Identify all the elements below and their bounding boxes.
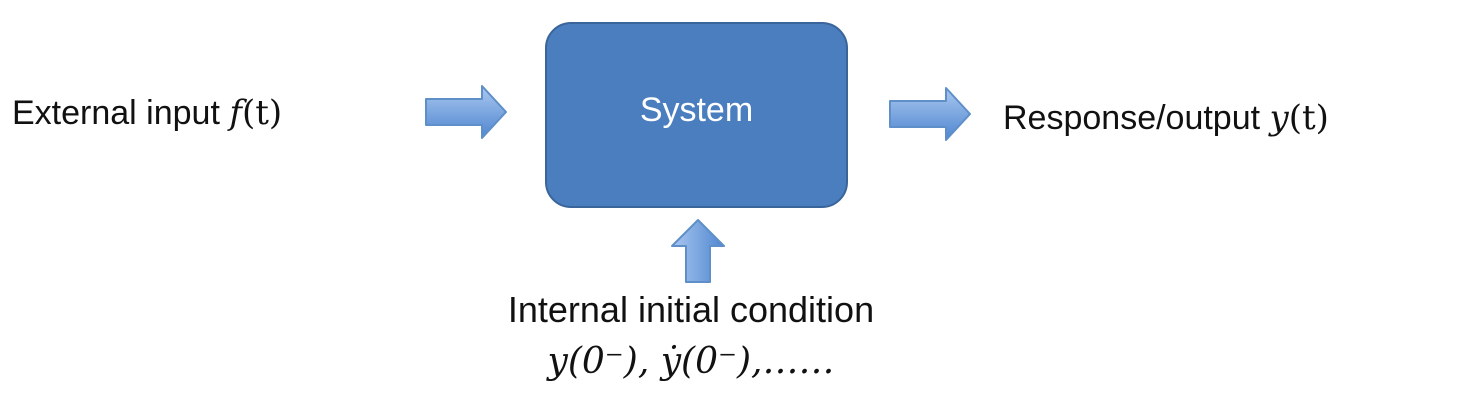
system-label: System — [639, 91, 754, 129]
input-arrow-icon — [425, 85, 507, 139]
initial-condition-expression: y(0⁻), ẏ(0⁻),…… — [0, 340, 1382, 384]
initial-condition-arrow-icon — [671, 219, 725, 283]
output-symbol-letter: y — [1269, 98, 1289, 138]
initial-condition-expr-ydot: ẏ(0⁻),…… — [660, 341, 835, 382]
initial-condition-expr-y: y(0⁻), — [547, 341, 650, 382]
output-arrow-icon — [889, 87, 971, 141]
output-label: Response/output y(t) — [1003, 98, 1329, 138]
input-symbol: f(t) — [229, 93, 282, 133]
initial-condition-title: Internal initial condition — [507, 289, 875, 330]
output-symbol-arg: (t) — [1288, 98, 1329, 138]
input-label: External input f(t) — [12, 93, 282, 133]
input-symbol-letter: f — [229, 93, 242, 133]
output-label-text: Response/output — [1003, 99, 1261, 137]
output-symbol: y(t) — [1270, 98, 1329, 138]
system-box: System — [545, 22, 848, 208]
input-label-text: External input — [12, 94, 220, 132]
input-symbol-arg: (t) — [241, 93, 283, 133]
